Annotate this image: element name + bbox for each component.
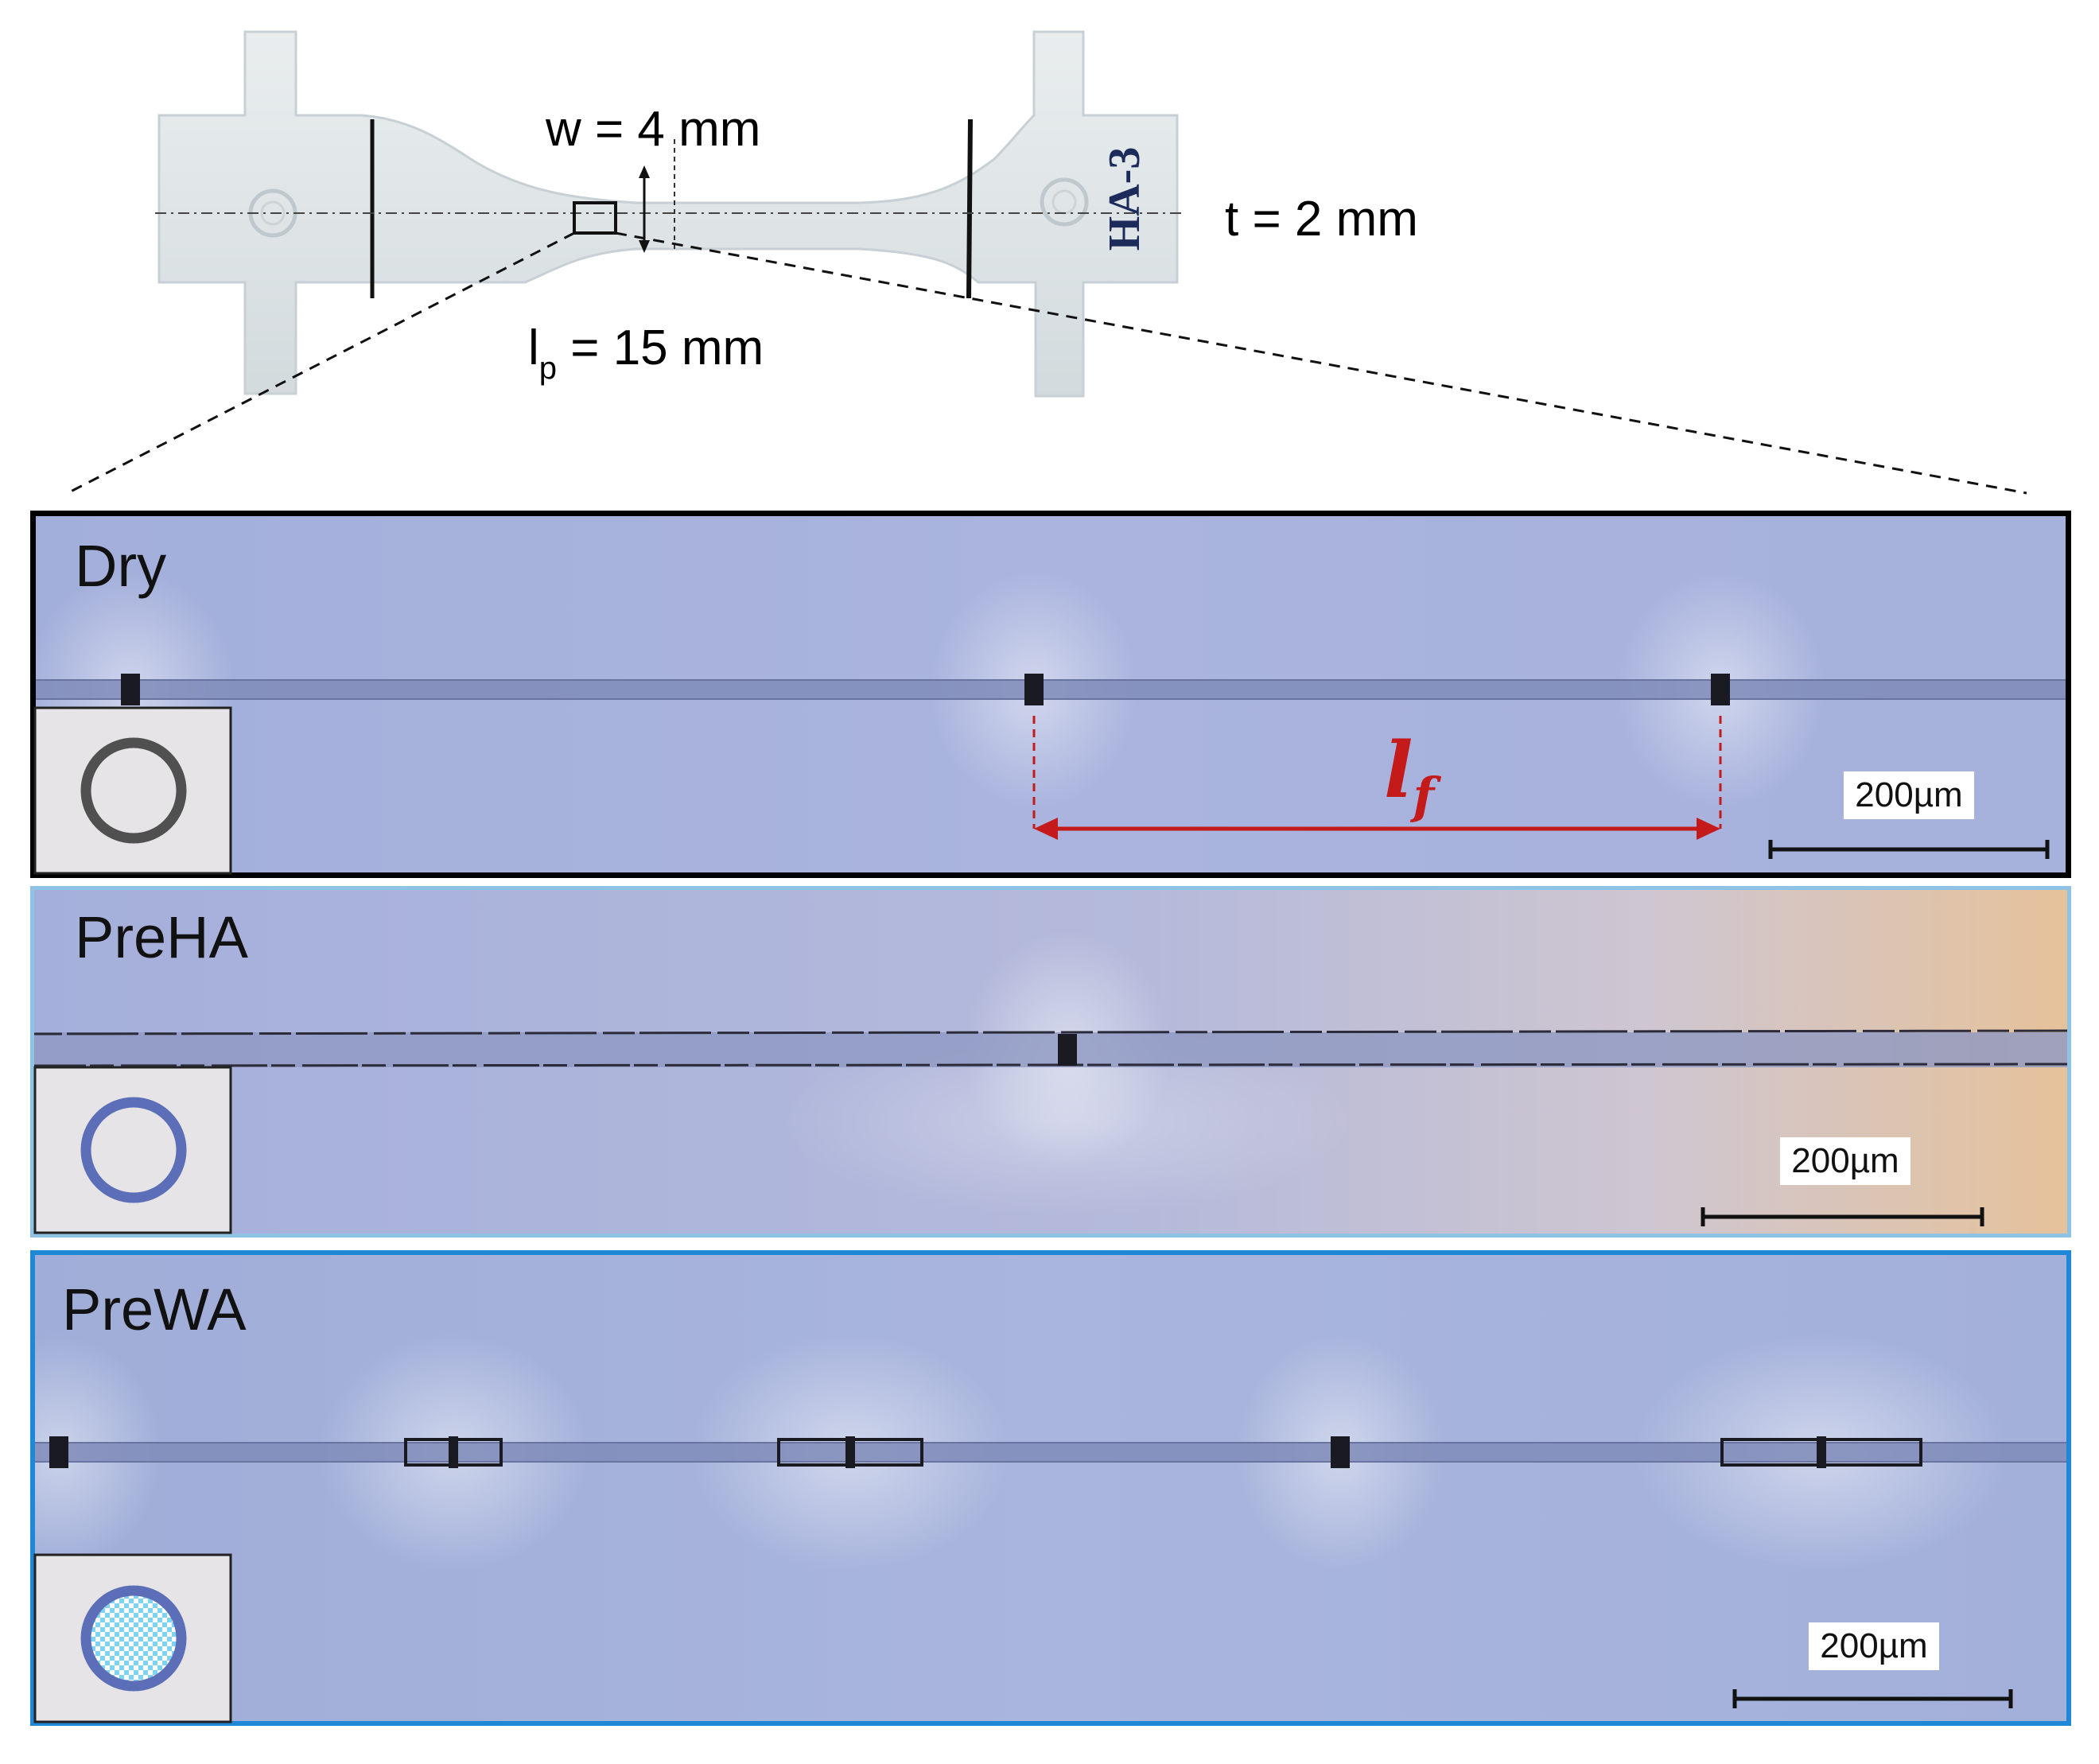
panel-label: Dry xyxy=(75,533,166,599)
width-label: w = 4 mm xyxy=(545,102,760,157)
symbol-base: l xyxy=(1384,725,1413,815)
fiber-cross-section-ring xyxy=(80,1585,187,1692)
scale-label-box xyxy=(1780,1137,1910,1185)
fiber-break xyxy=(1024,674,1044,705)
water-filled-core xyxy=(87,1592,180,1684)
arrowhead-right xyxy=(1697,818,1720,840)
scale-label-box xyxy=(1844,771,1974,819)
fiber-break xyxy=(845,1436,855,1468)
thickness-label: t = 2 mm xyxy=(1225,192,1418,247)
panel-prewa: PreWA 200µm xyxy=(0,1250,2071,1726)
panel-preha: PreHA 200µm xyxy=(29,886,2072,1238)
fiber-crack-bottom xyxy=(29,1063,2072,1067)
fiber-band xyxy=(30,1032,2071,1067)
fiber-break xyxy=(121,674,140,705)
fiber-break xyxy=(1817,1436,1826,1468)
panel-dry: Dry 200µm xyxy=(27,511,2071,878)
panel-border xyxy=(30,511,2071,878)
mount-hole-right xyxy=(1040,177,1089,227)
fiber-break xyxy=(1058,1034,1077,1066)
fiber-cross-section-ring xyxy=(80,737,187,844)
scale-label: 200µm xyxy=(1855,775,1962,814)
zoom-line-right xyxy=(615,231,2027,495)
roi-box xyxy=(573,201,617,235)
scale-label: 200µm xyxy=(1820,1626,1927,1665)
fiber-cross-section-ring xyxy=(80,1097,187,1203)
fiber-crack-top xyxy=(29,1029,2072,1035)
fiber-break xyxy=(1331,1436,1350,1468)
cross-section-inset xyxy=(33,1066,232,1234)
scale-label: 200µm xyxy=(1791,1141,1899,1180)
fiber-break xyxy=(449,1436,458,1468)
gauge-mark-right xyxy=(966,119,973,299)
fiber-break xyxy=(49,1436,68,1468)
cross-section-inset xyxy=(33,706,232,875)
width-arrow-bottom xyxy=(639,240,650,253)
fiber-band xyxy=(30,1442,2071,1463)
width-arrow-top xyxy=(639,165,650,178)
handwritten-label: HA-3 xyxy=(1100,147,1149,251)
length-label: lp = 15 mm xyxy=(528,321,764,386)
specimen-photo: HA-3 xyxy=(155,30,1185,398)
panel-border xyxy=(30,1250,2071,1726)
arrowhead-left xyxy=(1034,818,1058,840)
fiber-band xyxy=(30,679,2071,700)
length-label-sub: p xyxy=(539,351,557,386)
scale-label-box xyxy=(1809,1622,1939,1670)
panel-label: PreWA xyxy=(62,1276,247,1342)
stress-glow xyxy=(781,1026,1354,1217)
panel-border xyxy=(30,886,2071,1238)
length-label-base: l xyxy=(528,321,539,375)
fiber-break xyxy=(1711,674,1730,705)
mount-hole-left-inner xyxy=(260,200,286,226)
length-label-rest: = 15 mm xyxy=(557,321,764,375)
panel-label: PreHA xyxy=(75,904,249,970)
